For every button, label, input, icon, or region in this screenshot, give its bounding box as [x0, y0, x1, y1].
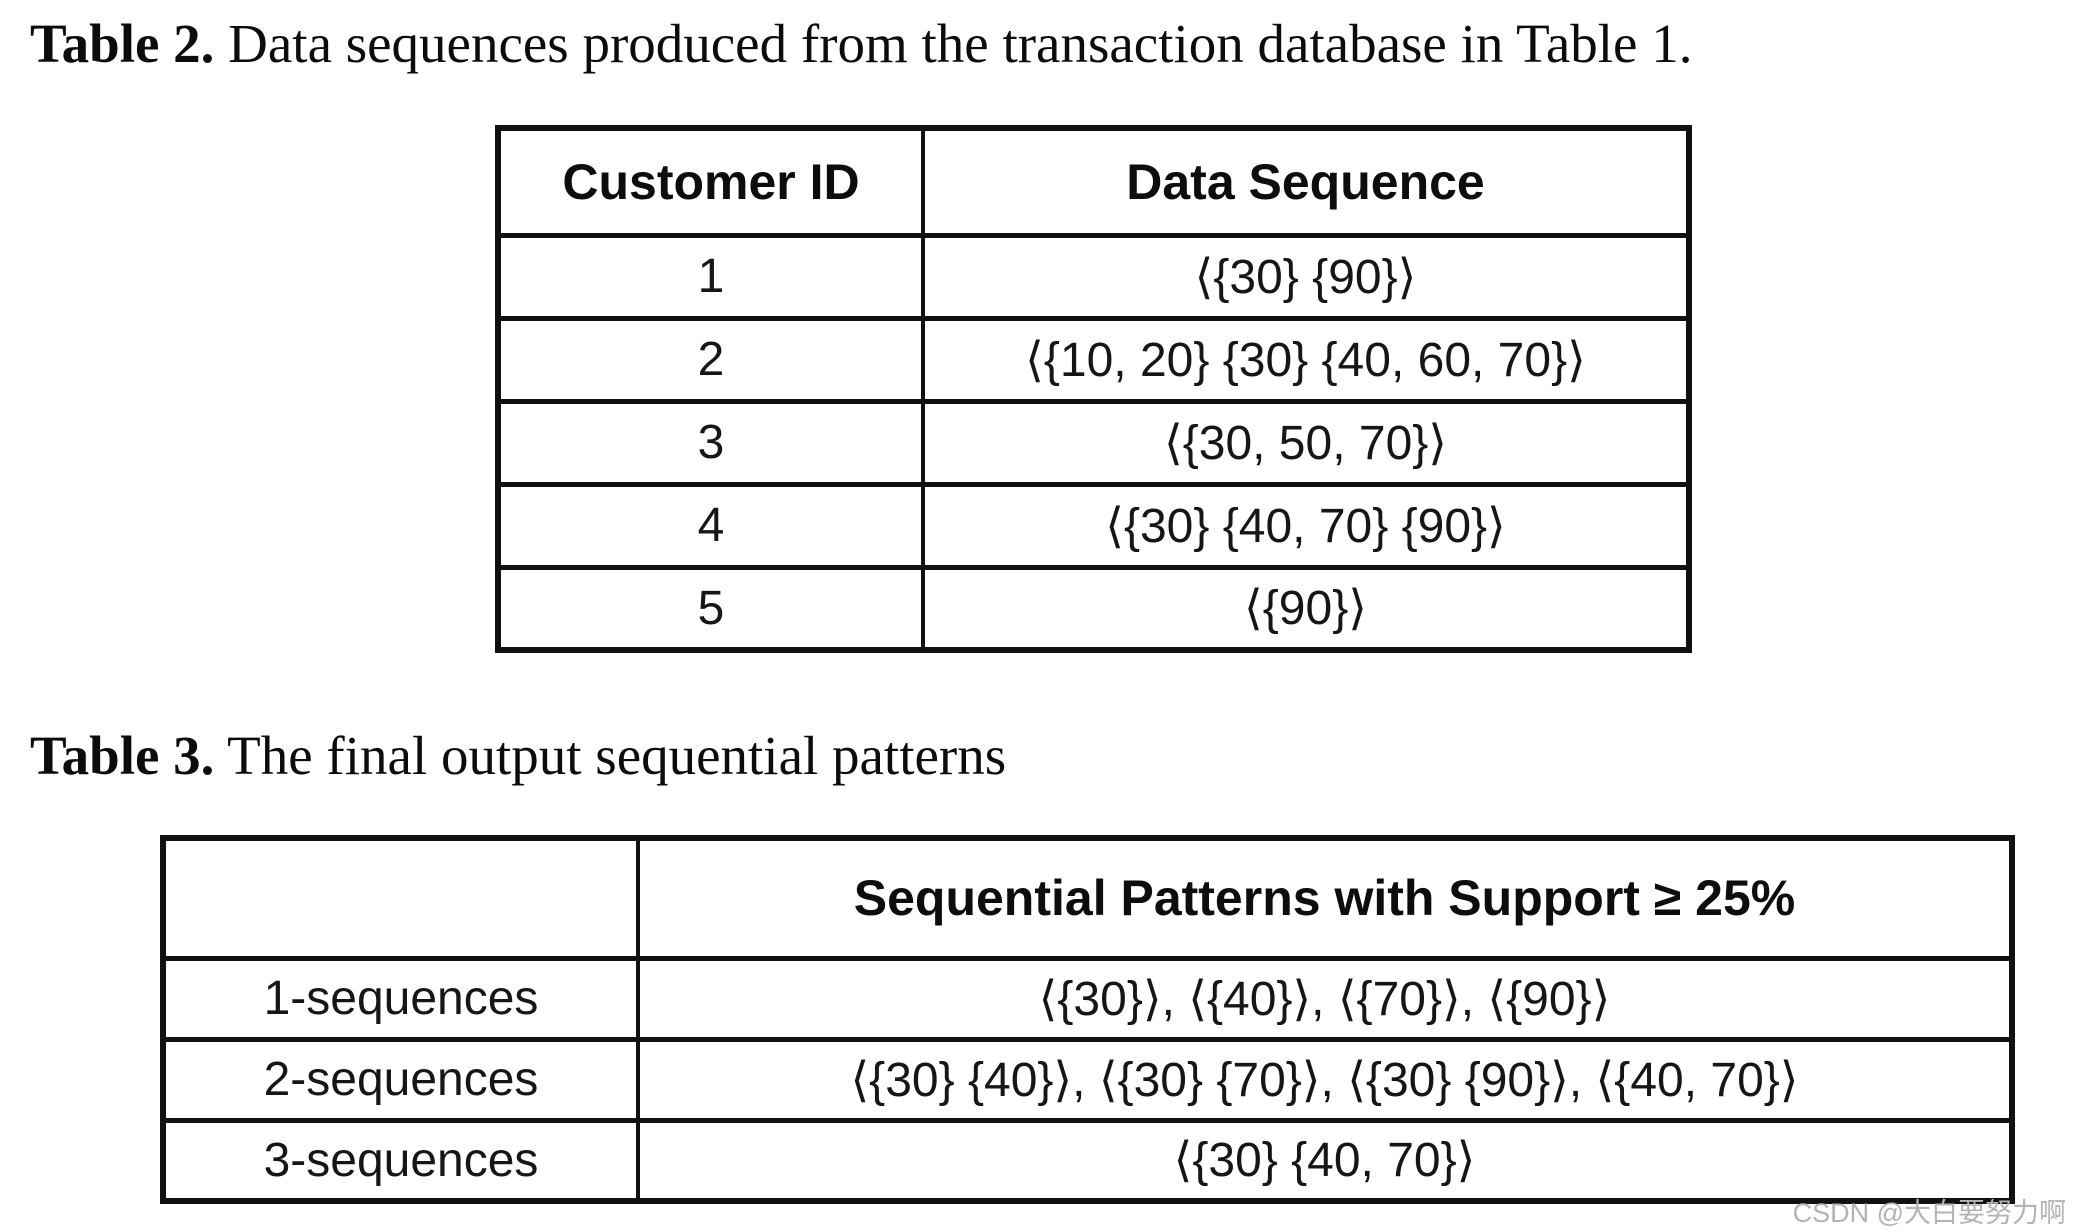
table-row: 3-sequences ⟨{30} {40, 70}⟩	[161, 1117, 2014, 1204]
table3-caption-label: Table 3.	[30, 725, 215, 786]
table3-caption-text: The final output sequential patterns	[214, 725, 1007, 786]
sequence-length-cell: 2-sequences	[161, 1036, 640, 1123]
table-row: 1-sequences ⟨{30}⟩, ⟨{40}⟩, ⟨{70}⟩, ⟨{90…	[161, 955, 2014, 1042]
table-row: 2 ⟨{10, 20} {30} {40, 60, 70}⟩	[496, 315, 1691, 404]
sequence-length-cell: 3-sequences	[161, 1117, 640, 1204]
patterns-cell: ⟨{30}⟩, ⟨{40}⟩, ⟨{70}⟩, ⟨{90}⟩	[636, 955, 2014, 1042]
table2-header-row: Customer ID Data Sequence	[496, 125, 1691, 238]
data-sequence-cell: ⟨{30} {90}⟩	[921, 232, 1691, 321]
patterns-cell: ⟨{30} {40}⟩, ⟨{30} {70}⟩, ⟨{30} {90}⟩, ⟨…	[636, 1036, 2014, 1123]
customer-id-cell: 4	[496, 481, 925, 570]
customer-id-cell: 1	[496, 232, 925, 321]
table-row: 5 ⟨{90}⟩	[496, 564, 1691, 653]
table3-caption: Table 3. The final output sequential pat…	[30, 724, 1006, 787]
table2-col-header-data-sequence: Data Sequence	[921, 125, 1691, 238]
data-sequence-cell: ⟨{30, 50, 70}⟩	[921, 398, 1691, 487]
table2-col-header-customer-id: Customer ID	[496, 125, 925, 238]
table2-caption-text: Data sequences produced from the transac…	[214, 13, 1693, 74]
table2-caption: Table 2. Data sequences produced from th…	[30, 12, 1692, 75]
patterns-cell: ⟨{30} {40, 70}⟩	[636, 1117, 2014, 1204]
customer-id-cell: 2	[496, 315, 925, 404]
table-row: 3 ⟨{30, 50, 70}⟩	[496, 398, 1691, 487]
csdn-watermark: CSDN @大白要努力啊	[1792, 1198, 2066, 1228]
table-row: 1 ⟨{30} {90}⟩	[496, 232, 1691, 321]
sequential-patterns-table: Sequential Patterns with Support ≥ 25% 1…	[160, 835, 2015, 1204]
table-row: 2-sequences ⟨{30} {40}⟩, ⟨{30} {70}⟩, ⟨{…	[161, 1036, 2014, 1123]
table-row: 4 ⟨{30} {40, 70} {90}⟩	[496, 481, 1691, 570]
data-sequence-cell: ⟨{30} {40, 70} {90}⟩	[921, 481, 1691, 570]
data-sequence-cell: ⟨{90}⟩	[921, 564, 1691, 653]
table3-col-header-empty	[161, 835, 640, 961]
customer-id-cell: 3	[496, 398, 925, 487]
table3-col-header-patterns: Sequential Patterns with Support ≥ 25%	[636, 835, 2014, 961]
data-sequence-cell: ⟨{10, 20} {30} {40, 60, 70}⟩	[921, 315, 1691, 404]
data-sequences-table: Customer ID Data Sequence 1 ⟨{30} {90}⟩ …	[495, 125, 1692, 653]
table2-caption-label: Table 2.	[30, 13, 215, 74]
sequence-length-cell: 1-sequences	[161, 955, 640, 1042]
customer-id-cell: 5	[496, 564, 925, 653]
table3-header-row: Sequential Patterns with Support ≥ 25%	[161, 835, 2014, 961]
